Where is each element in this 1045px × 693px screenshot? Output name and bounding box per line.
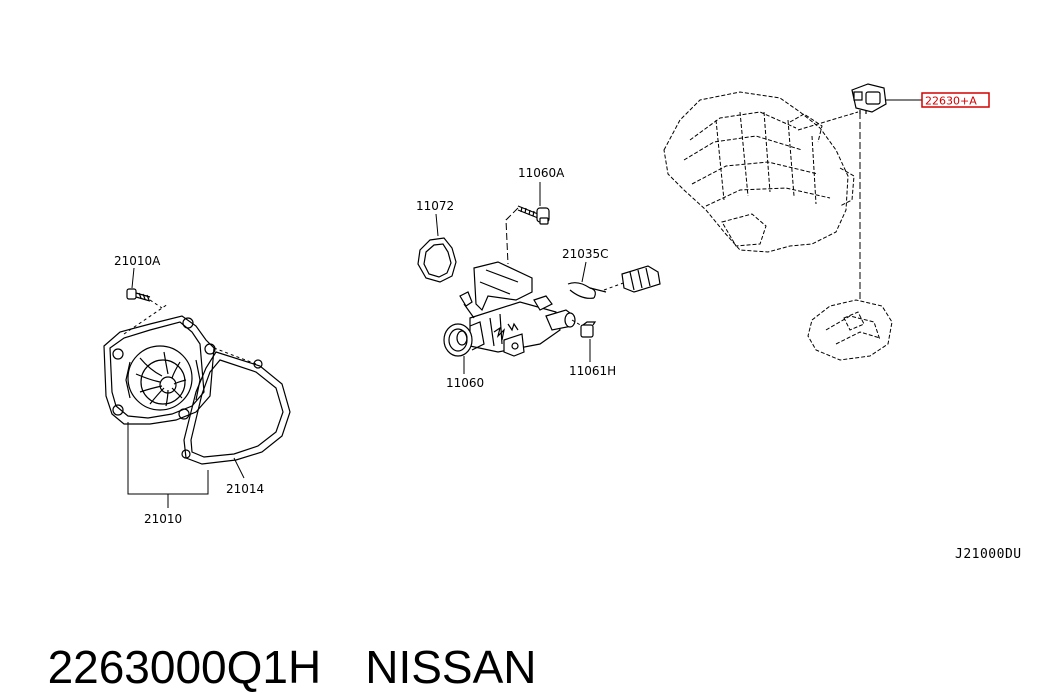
gasket-11072 [417,237,457,283]
clip-21035C [567,282,607,299]
diagram-code: J21000DU [955,547,1022,562]
label-11060: 11060 [446,376,484,390]
gasket-21014 [181,351,291,465]
label-21010A: 21010A [114,254,161,268]
sensor-22630A [851,83,887,114]
intake-manifold-phantom [663,91,855,253]
water-pump-housing [103,315,216,425]
temperature-sensor [621,265,661,293]
label-21010: 21010 [144,512,182,526]
label-11060A: 11060A [518,166,565,180]
label-11072: 11072 [416,199,454,213]
plug-11061H [580,321,597,338]
label-21035C: 21035C [562,247,609,261]
part-number: 2263000Q1H [47,641,322,693]
label-11061H: 11061H [569,364,616,378]
label-22630A[interactable]: 22630+A [925,95,977,108]
highlighted-part-label[interactable]: 22630+A [921,92,990,108]
label-21014: 21014 [226,482,264,496]
bolt-21010A [126,288,163,309]
water-pump-assembly [103,267,291,508]
caption: 2263000Q1H NISSAN [22,598,537,690]
highlight-box [921,92,990,108]
water-outlet-assembly [417,182,661,374]
thermostat-housing-phantom [807,299,893,361]
water-outlet-11060 [443,261,576,357]
brand-name: NISSAN [365,641,537,693]
bolt-11060A [517,205,550,225]
